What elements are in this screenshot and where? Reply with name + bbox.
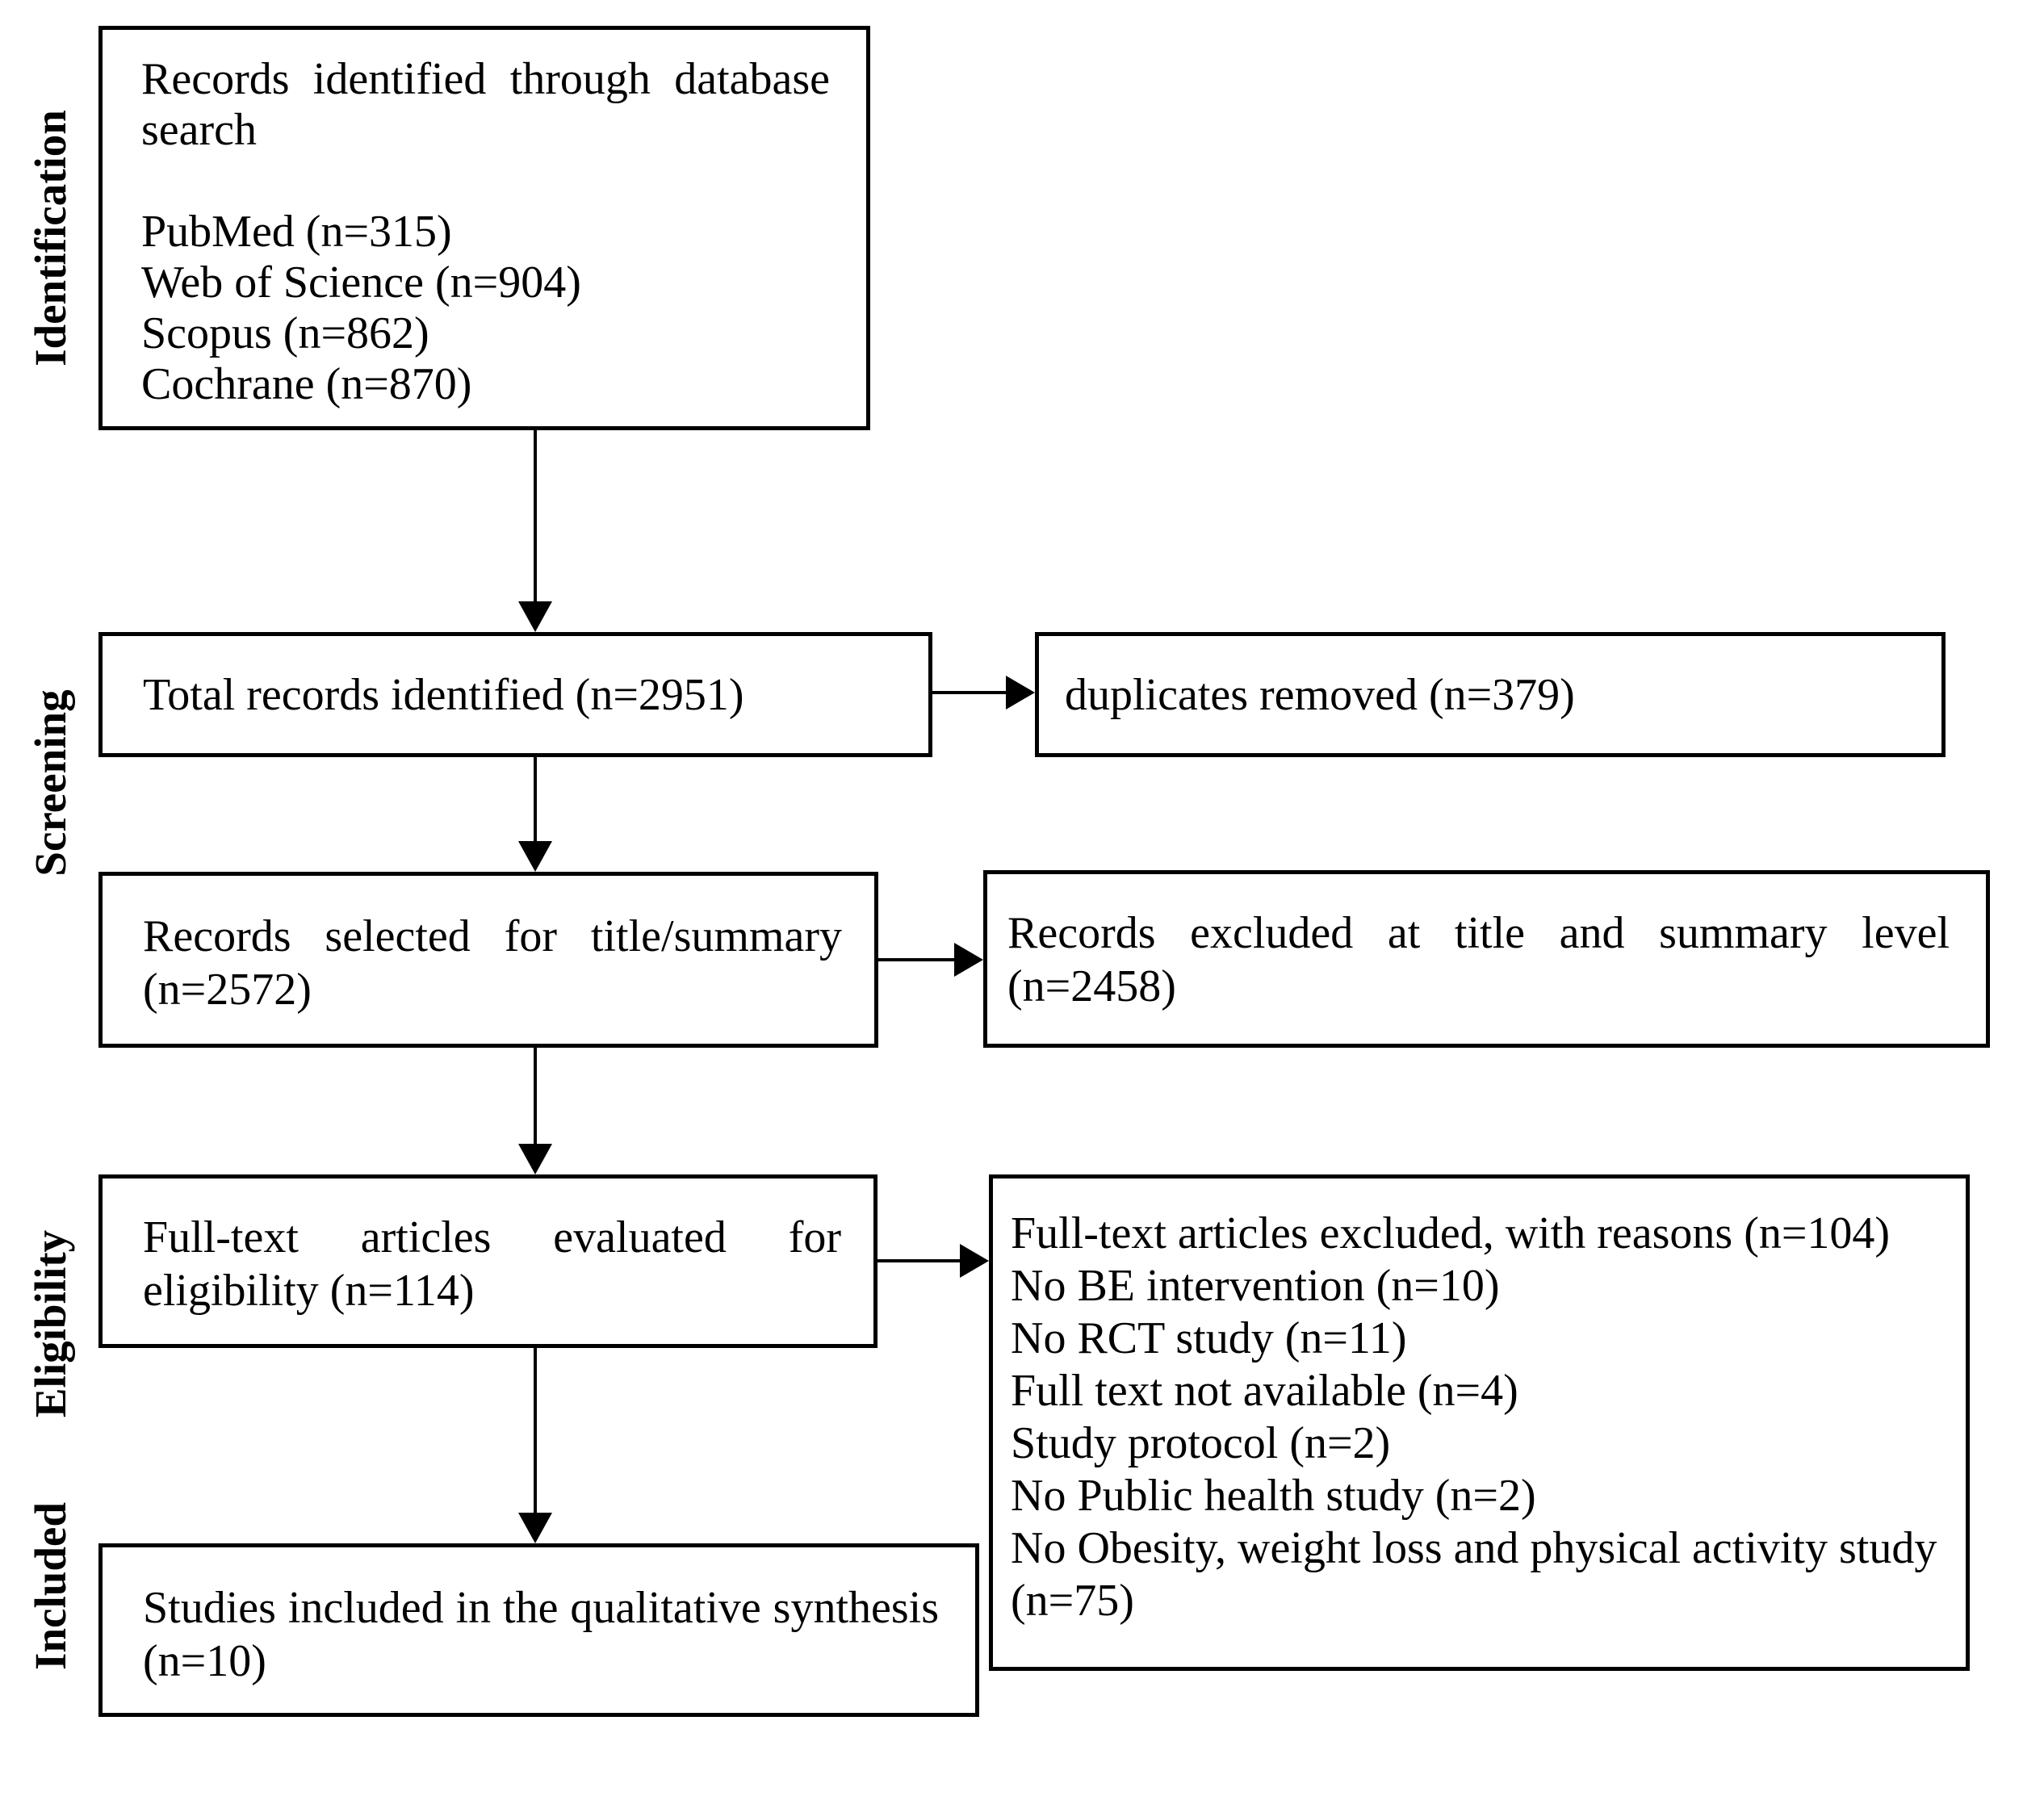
box-records-identified: Records identified through database sear…	[98, 26, 870, 430]
arrowhead-down-icon	[518, 601, 552, 632]
exclusion-reason: Full text not available (n=4)	[1011, 1366, 1518, 1416]
exclusion-reason: Study protocol (n=2)	[1011, 1418, 1391, 1468]
studies-included-text: Studies included in the qualitative synt…	[143, 1583, 939, 1686]
exclusion-reason: No RCT study (n=11)	[1011, 1313, 1407, 1363]
box-studies-included: Studies included in the qualitative synt…	[98, 1543, 979, 1717]
stage-label-included: Included	[26, 1502, 75, 1670]
box-fulltext-excluded: Full-text articles excluded, with reason…	[989, 1174, 1970, 1671]
arrow-line	[877, 1259, 961, 1262]
box-records-excluded: Records excluded at title and summary le…	[983, 870, 1990, 1048]
box-duplicates-removed: duplicates removed (n=379)	[1035, 632, 1946, 757]
source-web-of-science: Web of Science (n=904)	[141, 257, 581, 308]
box-fulltext-evaluated: Full-text articles evaluated for eligibi…	[98, 1174, 877, 1348]
stage-label-screening: Screening	[26, 689, 75, 877]
fulltext-evaluated-text: Full-text articles evaluated for eligibi…	[143, 1212, 841, 1316]
arrowhead-down-icon	[518, 1144, 552, 1174]
box-total-records: Total records identified (n=2951)	[98, 632, 932, 757]
exclusion-reason: No Public health study (n=2)	[1011, 1471, 1536, 1521]
fulltext-excluded-title: Full-text articles excluded, with reason…	[1011, 1208, 1891, 1258]
stage-label-identification: Identification	[26, 110, 75, 366]
exclusion-reason: No Obesity, weight loss and physical act…	[1011, 1523, 1937, 1626]
arrow-line	[534, 1048, 537, 1144]
arrowhead-right-icon	[960, 1244, 989, 1278]
arrow-line	[534, 757, 537, 841]
arrow-line	[534, 430, 537, 601]
exclusion-reason: No BE intervention (n=10)	[1011, 1261, 1500, 1311]
arrow-line	[878, 958, 956, 961]
total-records-text: Total records identified (n=2951)	[143, 669, 744, 720]
arrowhead-down-icon	[518, 1513, 552, 1543]
arrowhead-right-icon	[954, 943, 983, 977]
arrow-line	[932, 691, 1009, 694]
prisma-flow-diagram: Identification Screening Eligibility Inc…	[26, 26, 1990, 1717]
arrowhead-down-icon	[518, 841, 552, 872]
source-cochrane: Cochrane (n=870)	[141, 359, 472, 409]
records-excluded-text: Records excluded at title and summary le…	[1007, 908, 1950, 1011]
records-identified-title: Records identified through database sear…	[141, 54, 830, 155]
arrowhead-right-icon	[1006, 676, 1035, 710]
source-scopus: Scopus (n=862)	[141, 308, 429, 358]
duplicates-removed-text: duplicates removed (n=379)	[1065, 669, 1575, 720]
arrow-line	[534, 1348, 537, 1513]
source-pubmed: PubMed (n=315)	[141, 207, 452, 257]
blank-line	[141, 156, 830, 207]
records-selected-text: Records selected for title/summary (n=25…	[143, 911, 842, 1015]
box-records-selected: Records selected for title/summary (n=25…	[98, 872, 878, 1048]
